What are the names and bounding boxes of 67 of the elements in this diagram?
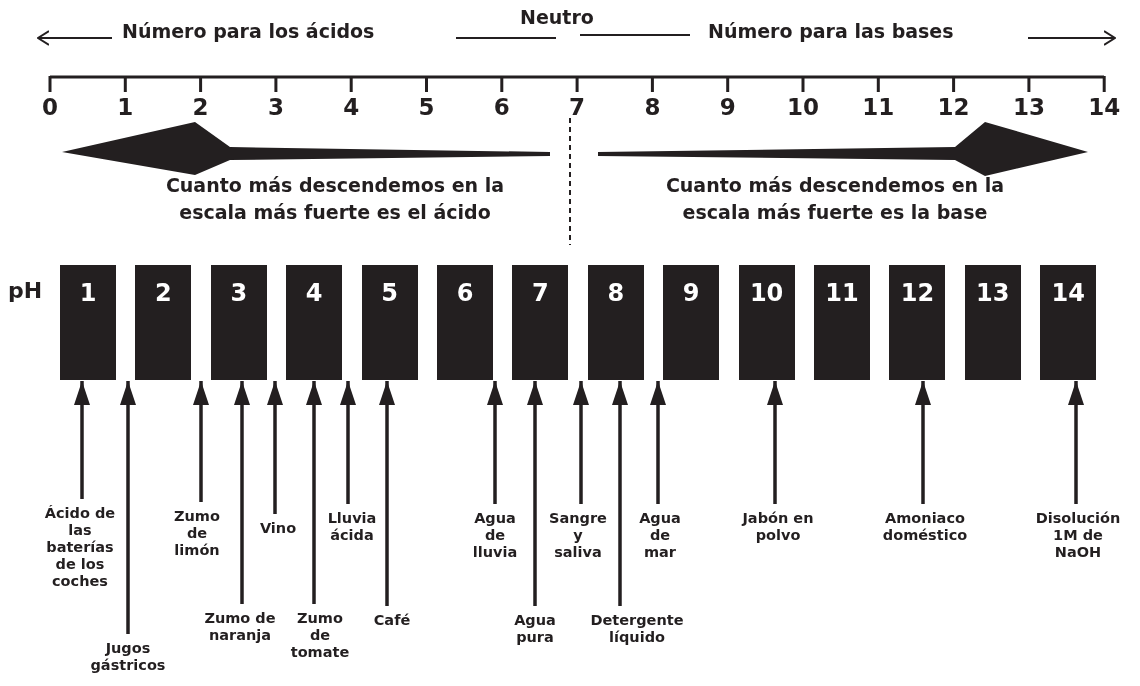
arrow xyxy=(487,381,503,504)
caption-text: Cuanto más descendemos en la escala más fuerte es la base xyxy=(664,173,1006,225)
arrow xyxy=(267,381,283,514)
ph-box: 13 xyxy=(964,265,1021,380)
ph-box: 9 xyxy=(663,265,720,380)
substance-label: Zumo de naranja xyxy=(200,610,280,644)
scale-heading: Neutro xyxy=(520,6,594,28)
substance-label: Zumo de limón xyxy=(169,508,225,559)
substance-label: Agua pura xyxy=(510,612,560,646)
ph-box: 2 xyxy=(135,265,192,380)
tick-label: 7 xyxy=(568,94,587,120)
ph-box: 5 xyxy=(361,265,418,380)
tick-label: 3 xyxy=(266,94,285,120)
arrow xyxy=(915,381,931,504)
arrow xyxy=(193,381,209,502)
tick-label: 6 xyxy=(492,94,511,120)
arrow xyxy=(74,381,90,499)
tick-label: 2 xyxy=(191,94,210,120)
ph-box: 6 xyxy=(437,265,493,380)
tick-label: 12 xyxy=(936,94,971,120)
arrow xyxy=(527,381,543,606)
tick-label: 10 xyxy=(786,94,820,120)
tick-label: 4 xyxy=(342,94,361,120)
ph-box: 11 xyxy=(814,265,870,380)
substance-label: Jabón en polvo xyxy=(733,510,823,544)
arrow xyxy=(767,381,783,504)
ph-box: 7 xyxy=(512,265,569,380)
substance-label: Lluvia ácida xyxy=(322,510,382,544)
substance-label: Amoniaco doméstico xyxy=(875,510,975,544)
tick-label: 9 xyxy=(718,94,737,120)
arrow xyxy=(306,381,322,604)
arrow xyxy=(1068,381,1084,504)
substance-label: Disolución 1M de NaOH xyxy=(1028,510,1128,561)
substance-label: Sangre y saliva xyxy=(548,510,608,561)
substance-label: Jugos gástricos xyxy=(83,640,173,674)
substance-label: Agua de mar xyxy=(635,510,685,561)
substance-label: Café xyxy=(367,612,417,629)
scale-heading: Número para los ácidos xyxy=(122,20,375,42)
ph-box: 8 xyxy=(587,265,644,380)
tick-label: 14 xyxy=(1087,94,1122,120)
axis-label: pH xyxy=(8,280,43,302)
tick-label: 11 xyxy=(861,94,896,120)
substance-label: Vino xyxy=(253,520,303,537)
substance-label: Zumo de tomate xyxy=(285,610,355,661)
tick-label: 0 xyxy=(41,94,59,120)
caption-text: Cuanto más descendemos en la escala más fuerte es el ácido xyxy=(164,173,506,225)
scale-heading: Número para las bases xyxy=(708,20,954,42)
ph-box: 4 xyxy=(286,265,343,380)
arrow xyxy=(379,381,395,606)
arrow xyxy=(650,381,666,504)
substance-label: Ácido de las baterías de los coches xyxy=(44,505,116,590)
arrow xyxy=(573,381,589,504)
ph-box: 10 xyxy=(738,265,795,380)
tick-label: 1 xyxy=(116,94,135,120)
ph-box: 1 xyxy=(60,265,116,380)
ph-box: 3 xyxy=(210,265,267,380)
ph-box: 12 xyxy=(889,265,946,380)
arrow xyxy=(340,381,356,504)
substance-label: Agua de lluvia xyxy=(467,510,523,561)
arrow xyxy=(120,381,136,634)
tick-label: 13 xyxy=(1011,94,1046,120)
ph-box: 14 xyxy=(1040,265,1097,380)
tick-label: 8 xyxy=(643,94,662,120)
tick-label: 5 xyxy=(417,94,436,120)
arrow xyxy=(234,381,250,604)
substance-label: Detergente líquido xyxy=(589,612,685,646)
arrow xyxy=(612,381,628,606)
